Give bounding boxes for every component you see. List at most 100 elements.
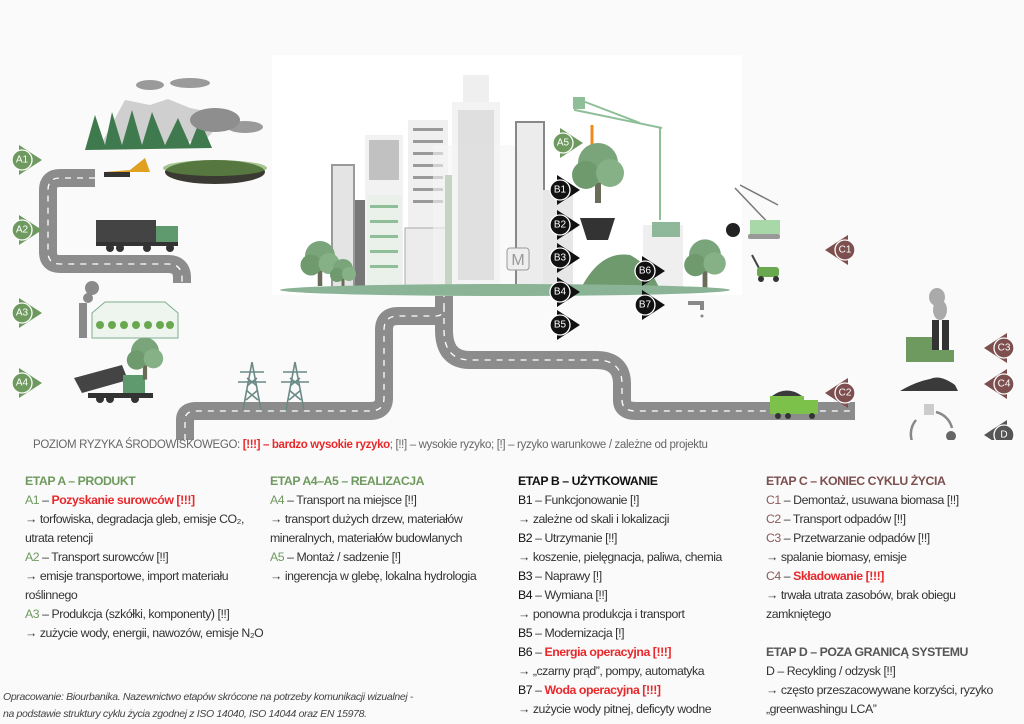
city-buildings: M (280, 75, 730, 296)
a1-item: A1 – Pozyskanie surowców [!!!] (25, 491, 270, 510)
marker-label: C2 (839, 388, 852, 399)
marker-circle (11, 149, 33, 171)
b6-item: B6 – Energia operacyjna [!!!] (518, 643, 763, 662)
marker-b7: B7 (634, 290, 665, 320)
stage-a45-column: ETAP A4–A5 – REALIZACJA A4 – Transport n… (270, 472, 515, 586)
b5-item: B5 – Modernizacja [!] (518, 624, 763, 643)
marker-label: A2 (16, 225, 29, 236)
b6-code: B6 (518, 645, 533, 659)
marker-label: B3 (554, 253, 567, 264)
marker-circle (834, 239, 856, 261)
stage-a-heading: ETAP A – PRODUKT (25, 474, 136, 488)
b2-code: B2 (518, 531, 533, 545)
b2-label: – Utrzymanie [!!] (532, 531, 617, 545)
footer-note: Opracowanie: Biourbanika. Nazewnictwo et… (3, 689, 508, 723)
marker-label: B1 (554, 185, 567, 196)
marker-b6: B6 (634, 256, 665, 286)
a5-label: – Montaż / sadzenie [!] (284, 550, 401, 564)
a2-desc: → emisje transportowe, import materiału … (25, 569, 229, 602)
a2-item: A2 – Transport surowców [!!] (25, 548, 270, 567)
marker-circle (11, 302, 33, 324)
landfill-heap-icon (900, 377, 958, 391)
marker-circle (993, 373, 1015, 395)
c1-item: C1 – Demontaż, usuwana biomasa [!!] (766, 491, 1011, 510)
marker-label: C3 (998, 343, 1011, 354)
a4-desc: → transport dużych drzew, materiałów min… (270, 512, 463, 545)
factory-icon (906, 288, 954, 362)
a3-desc: → zużycie wody, energii, nawozów, emisje… (25, 626, 264, 640)
b1-item: B1 – Funkcjonowanie [!] (518, 491, 763, 510)
stage-d-heading: ETAP D – POZA GRANICĄ SYSTEMU (766, 645, 968, 659)
legend-very-high: [!!!] – bardzo wysokie ryzyko (242, 439, 390, 451)
b7-desc: → zużycie wody pitnej, deficyty wodne (518, 702, 712, 716)
b3-code: B3 (518, 569, 533, 583)
c1-label: – Demontaż, usuwana biomasa [!!] (780, 493, 959, 507)
marker-circle (549, 314, 571, 336)
d-label: D – Recykling / odzysk [!!] (766, 664, 896, 678)
c3-desc: → spalanie biomasy, emisje (766, 550, 907, 564)
a4-code: A4 (270, 493, 285, 507)
demolition-crane-icon (726, 184, 780, 239)
marker-label: D (1000, 430, 1007, 441)
waste-truck-icon (770, 390, 818, 419)
marker-label: A3 (16, 308, 29, 319)
b4-code: B4 (518, 588, 533, 602)
truck-icon (96, 220, 178, 252)
greenhouse-icon (79, 281, 179, 339)
lawn-mower-icon (751, 254, 779, 282)
stage-a45-heading: ETAP A4–A5 – REALIZACJA (270, 474, 425, 488)
c2-label: – Transport odpadów [!!] (780, 512, 906, 526)
marker-circle (834, 382, 856, 404)
tipper-truck-icon (74, 337, 164, 403)
marker-label: B7 (639, 300, 652, 311)
marker-circle (549, 281, 571, 303)
a5-desc: → ingerencja w glebę, lokalna hydrologia (270, 569, 477, 583)
marker-circle (11, 372, 33, 394)
a4-label: – Transport na miejsce [!!] (284, 493, 417, 507)
stage-b-column: ETAP B – UŻYTKOWANIE B1 – Funkcjonowanie… (518, 472, 763, 719)
c4-item: C4 – Składowanie [!!!] (766, 567, 1011, 586)
raw-material-scene (85, 78, 267, 184)
b5-code: B5 (518, 626, 533, 640)
marker-label: A1 (16, 155, 29, 166)
a3-code: A3 (25, 607, 40, 621)
risk-legend: POZIOM RYZYKA ŚRODOWISKOWEGO: [!!!] – ba… (33, 439, 708, 451)
b4-label: – Wymiana [!!] (532, 588, 608, 602)
marker-label: C1 (839, 245, 852, 256)
c1-code: C1 (766, 493, 781, 507)
marker-circle (993, 424, 1015, 440)
marker-b3: B3 (549, 243, 580, 273)
marker-circle (634, 294, 656, 316)
hanging-tree-icon (572, 125, 624, 240)
marker-circle (11, 219, 33, 241)
b1-label: – Funkcjonowanie [!] (532, 493, 639, 507)
a3-label: – Produkcja (szkółki, komponenty) [!!] (39, 607, 230, 621)
a4-item: A4 – Transport na miejsce [!!] (270, 491, 515, 510)
d-desc: → często przeszacowywane korzyści, ryzyk… (766, 683, 993, 716)
marker-label: A4 (16, 378, 29, 389)
c3-label: – Przetwarzanie odpadów [!!] (780, 531, 930, 545)
marker-label: B5 (554, 320, 567, 331)
b3-item: B3 – Naprawy [!] (518, 567, 763, 586)
marker-label: B6 (639, 266, 652, 277)
marker-circle (549, 214, 571, 236)
b1-desc: → zależne od skali i lokalizacji (518, 512, 669, 526)
tower-crane-icon (573, 97, 663, 220)
water-tap-icon (688, 301, 704, 318)
b5-label: – Modernizacja [!] (532, 626, 625, 640)
marker-circle (549, 247, 571, 269)
b7-sep: – (532, 683, 545, 697)
b2-item: B2 – Utrzymanie [!!] (518, 529, 763, 548)
marker-a5: A5 (552, 128, 583, 158)
b7-code: B7 (518, 683, 533, 697)
footer-line-1: Opracowanie: Biourbanika. Nazewnictwo et… (3, 691, 414, 703)
marker-label: B4 (554, 287, 567, 298)
marker-c4: C4 (984, 369, 1015, 399)
stage-a-column: ETAP A – PRODUKT A1 – Pozyskanie surowcó… (25, 472, 270, 643)
b4-item: B4 – Wymiana [!!] (518, 586, 763, 605)
stage-c-heading: ETAP C – KONIEC CYKLU ŻYCIA (766, 474, 946, 488)
stage-c-d-column: ETAP C – KONIEC CYKLU ŻYCIA C1 – Demonta… (766, 472, 1011, 719)
c2-item: C2 – Transport odpadów [!!] (766, 510, 1011, 529)
marker-c1: C1 (825, 235, 856, 265)
